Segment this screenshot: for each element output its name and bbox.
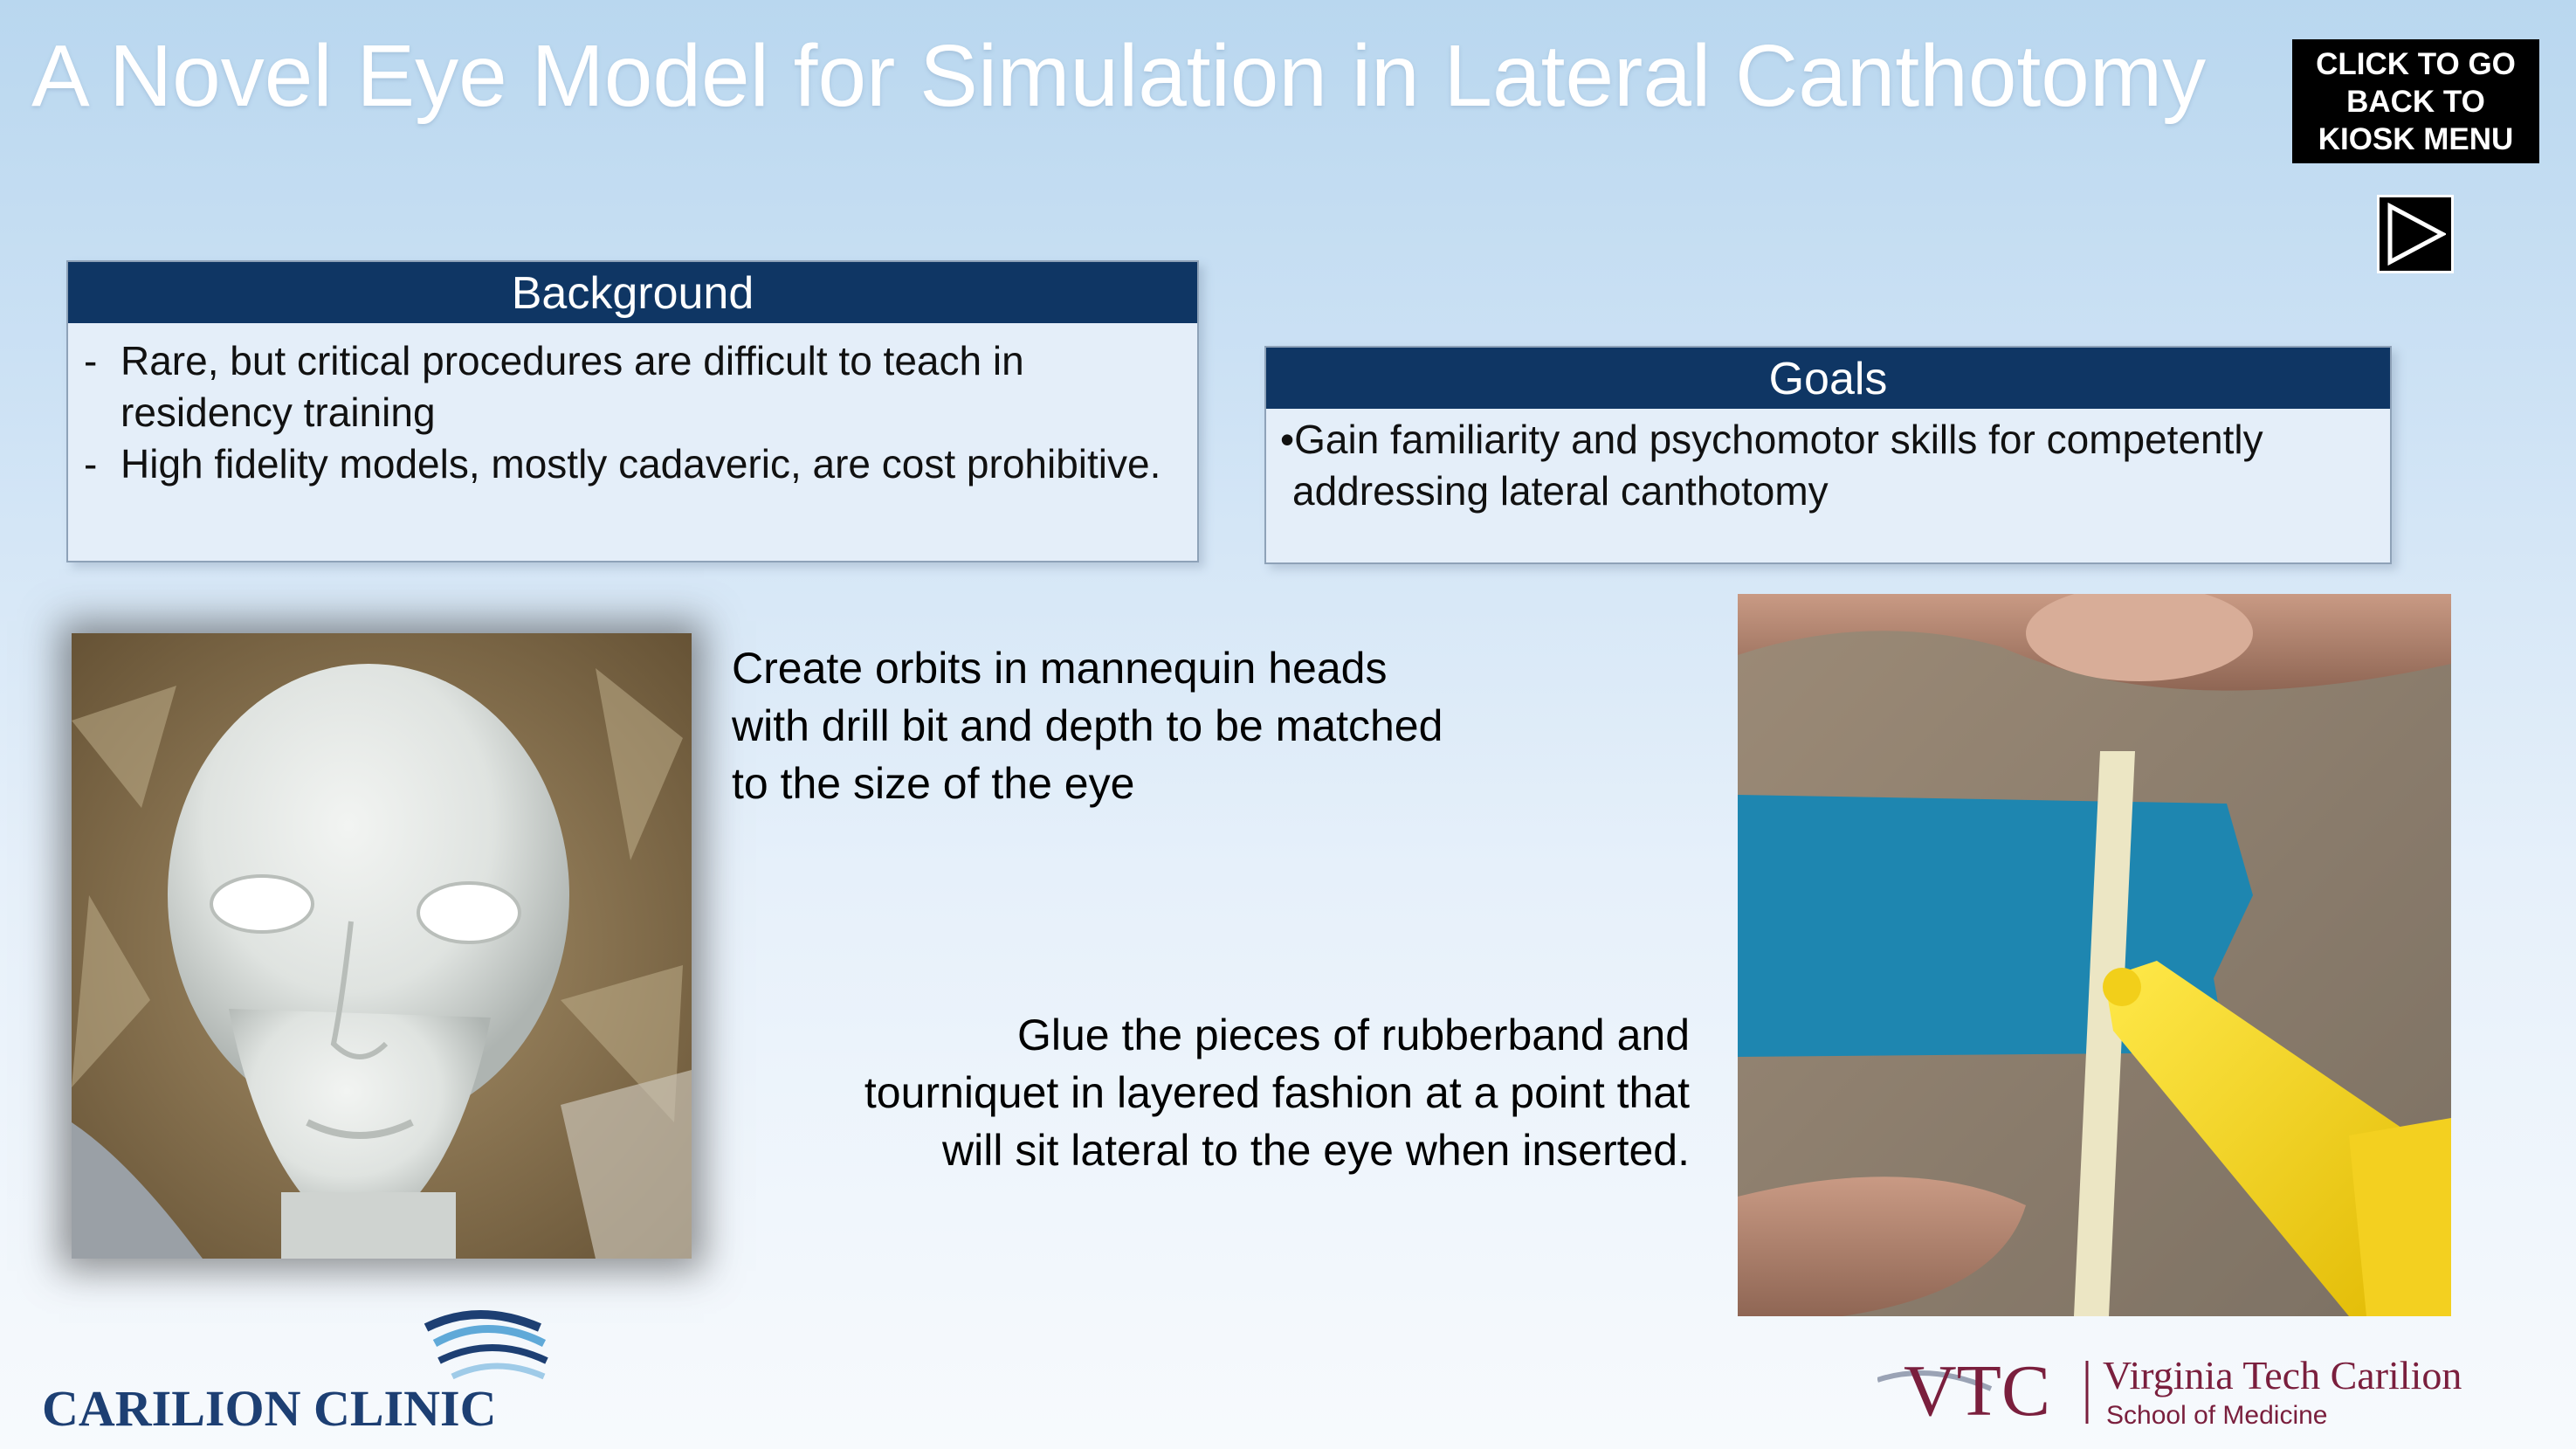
goals-text: •Gain familiarity and psychomotor skills… bbox=[1280, 417, 2263, 514]
goals-heading: Goals bbox=[1266, 348, 2390, 409]
step-2-caption: Glue the pieces of rubberband and tourni… bbox=[864, 1011, 1690, 1175]
play-icon bbox=[2387, 203, 2446, 266]
bullet-marker: - bbox=[84, 338, 98, 383]
vtc-mark: VTC bbox=[1904, 1350, 2050, 1432]
vtc-name: Virginia Tech Carilion bbox=[2103, 1353, 2462, 1397]
play-button[interactable] bbox=[2377, 195, 2454, 273]
step-1-caption: Create orbits in mannequin heads with dr… bbox=[732, 644, 1443, 808]
carilion-clinic-logo: CARILION CLINIC bbox=[42, 1293, 557, 1437]
bullet-marker: - bbox=[84, 441, 98, 486]
back-to-kiosk-button[interactable]: CLICK TO GO BACK TO KIOSK MENU bbox=[2292, 39, 2539, 163]
carilion-wordmark: CARILION CLINIC bbox=[42, 1380, 496, 1432]
vtc-logo: VTC Virginia Tech Carilion School of Med… bbox=[1877, 1345, 2515, 1432]
background-item: - High fidelity models, mostly cadaveric… bbox=[84, 438, 1183, 490]
kiosk-button-line-1: CLICK TO GO bbox=[2316, 46, 2516, 81]
background-item-text: High fidelity models, mostly cadaveric, … bbox=[121, 441, 1161, 486]
mannequin-head-photo bbox=[72, 633, 692, 1259]
vtc-school: School of Medicine bbox=[2106, 1401, 2327, 1430]
background-panel: Background - Rare, but critical procedur… bbox=[66, 260, 1199, 562]
background-item-text: Rare, but critical procedures are diffic… bbox=[121, 338, 1024, 435]
kiosk-button-line-3: KIOSK MENU bbox=[2318, 121, 2514, 156]
background-list: - Rare, but critical procedures are diff… bbox=[68, 323, 1197, 490]
goals-panel: Goals •Gain familiarity and psychomotor … bbox=[1264, 346, 2392, 564]
page-title: A Novel Eye Model for Simulation in Late… bbox=[31, 27, 2207, 125]
glue-rubberband-photo bbox=[1738, 594, 2451, 1316]
kiosk-button-line-2: BACK TO bbox=[2346, 84, 2485, 119]
background-item: - Rare, but critical procedures are diff… bbox=[84, 335, 1183, 438]
background-heading: Background bbox=[68, 262, 1197, 323]
